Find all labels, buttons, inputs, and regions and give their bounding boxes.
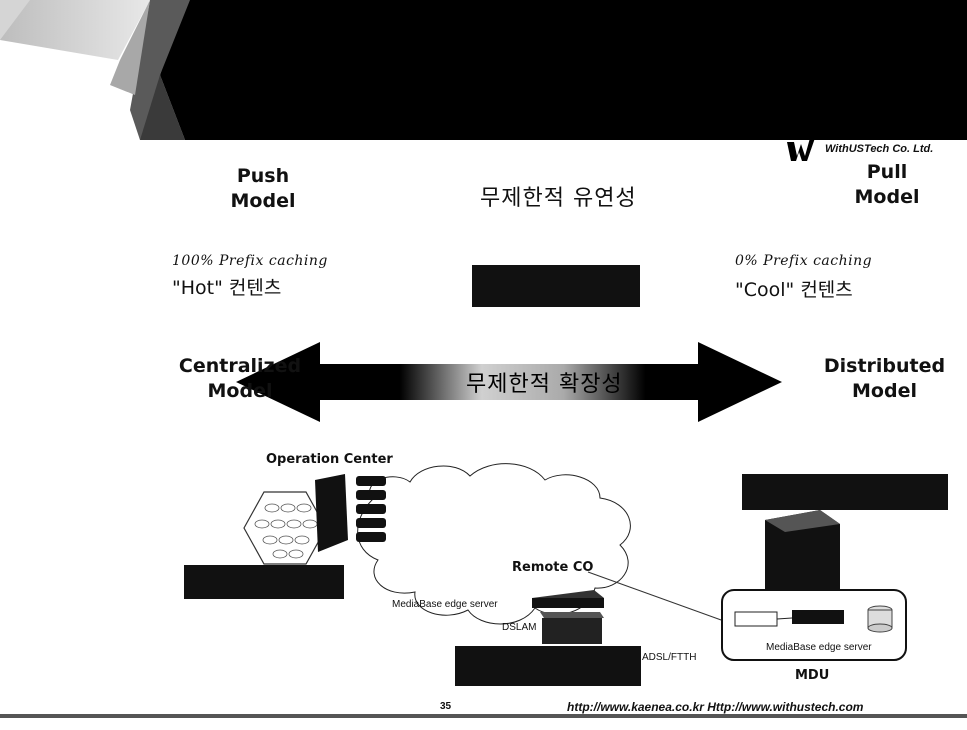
double-arrow-icon: [236, 342, 782, 422]
left-caching-line2: "Hot" 컨텐츠: [172, 277, 282, 299]
logo-text: WithUSTech Co. Ltd.: [825, 143, 934, 155]
distributed-model-line2: Model: [852, 380, 917, 402]
pull-model-line1: Pull: [866, 161, 908, 183]
centralized-model-line1: Centralized: [178, 355, 302, 377]
storage-array-icon: [243, 491, 327, 565]
header-banner: [0, 0, 967, 140]
redacted-box-center: [472, 265, 640, 307]
mediabase-edge-server-left-label: MediaBase edge server: [392, 599, 498, 610]
mdu-label: MDU: [795, 668, 830, 683]
redacted-box-right-top: [742, 474, 948, 510]
w-logo-icon: [787, 138, 815, 161]
scalability-title: 무제한적 확장성: [466, 372, 623, 397]
right-caching-line1: 0% Prefix caching: [735, 253, 873, 269]
pull-model-label: Pull Model: [832, 160, 942, 210]
right-caching-line2: "Cool" 컨텐츠: [735, 279, 853, 301]
distributed-model-line1: Distributed: [823, 355, 946, 377]
cloud-icon: [357, 463, 631, 625]
operation-center-label: Operation Center: [266, 452, 393, 467]
redacted-box-bottom: [455, 646, 641, 686]
distributed-model-label: Distributed Model: [812, 354, 957, 404]
mdu-device-icon: [734, 605, 893, 633]
push-model-label: Push Model: [208, 164, 318, 214]
footer-divider: [0, 714, 967, 718]
server-panel-icon: [315, 474, 348, 552]
page-number: 35: [440, 701, 452, 712]
footer-url: http://www.kaenea.co.kr Http://www.withu…: [567, 700, 864, 714]
mdu-box: [721, 589, 907, 661]
server-rack-icon: [356, 476, 386, 542]
edge-server-icon: [532, 590, 604, 608]
dslam-label: DSLAM: [502, 622, 537, 633]
flexibility-title: 무제한적 유연성: [480, 186, 637, 211]
mediabase-edge-server-right-label: MediaBase edge server: [766, 642, 872, 653]
adsl-ftth-label: ADSL/FTTH: [642, 652, 697, 663]
push-model-line2: Model: [230, 190, 296, 212]
pull-model-line2: Model: [854, 186, 920, 208]
left-caching-line1: 100% Prefix caching: [172, 253, 328, 269]
dslam-icon: [540, 612, 604, 644]
centralized-model-line2: Model: [207, 380, 273, 402]
push-model-line1: Push: [236, 165, 290, 187]
company-logo: WithUSTech Co. Ltd.: [785, 134, 965, 162]
network-diagram: [243, 463, 907, 661]
redacted-box-left: [184, 565, 344, 599]
centralized-model-label: Centralized Model: [170, 354, 310, 404]
remote-co-label: Remote CO: [512, 560, 594, 575]
